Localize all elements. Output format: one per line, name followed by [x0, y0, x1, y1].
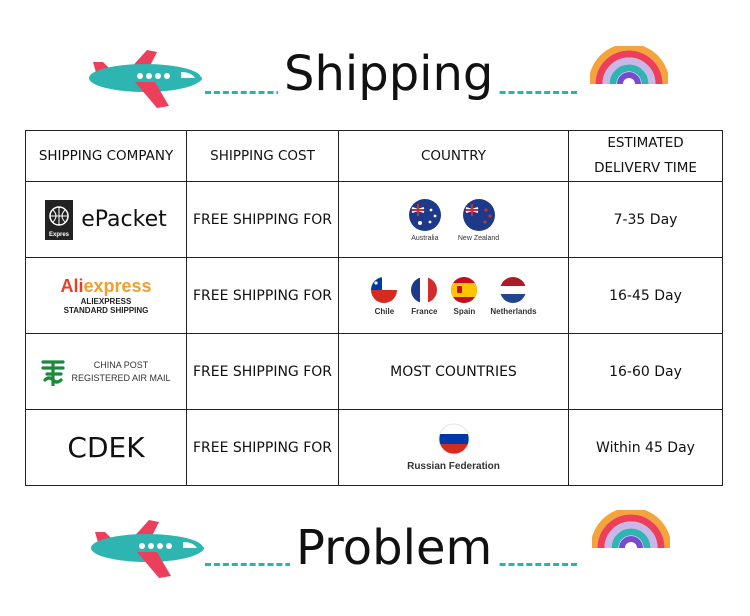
china-post-logo: CHINA POST REGISTERED AIR MAIL [26, 358, 186, 386]
country-name: Netherlands [490, 306, 537, 316]
epacket-icon-caption: Expres [49, 232, 70, 238]
delivery-time-cell: 16-45 Day [568, 257, 723, 334]
country-cell: Australia New Zealand [338, 181, 569, 258]
cost-cell: FREE SHIPPING FOR [186, 333, 339, 410]
company-cell: CDEK [25, 409, 187, 486]
airplane-icon [89, 50, 202, 108]
country-new-zealand: New Zealand [458, 198, 499, 242]
shipping-banner: Shipping [0, 0, 750, 108]
company-cell: CHINA POST REGISTERED AIR MAIL [25, 333, 187, 410]
country-name: New Zealand [457, 234, 500, 242]
table-header-row: SHIPPING COMPANY SHIPPING COST COUNTRY E… [25, 130, 723, 182]
cdek-logo: CDEK [67, 431, 145, 464]
epacket-logo: Expres ePacket [26, 199, 186, 240]
epacket-wordmark: ePacket [81, 207, 167, 232]
chile-flag-icon [371, 276, 398, 303]
country-russia: Russian Federation [407, 423, 500, 472]
aliexpress-wordmark: Aliexpress [60, 275, 152, 296]
country-name: France [411, 306, 438, 316]
country-name: Australia [411, 234, 439, 242]
table-row: CHINA POST REGISTERED AIR MAIL FREE SHIP… [25, 333, 723, 410]
header-time-line1: ESTIMATED [607, 135, 684, 151]
country-cell: Russian Federation [338, 409, 569, 486]
epacket-globe-icon: Expres [45, 199, 74, 240]
airplane-icon [91, 520, 204, 578]
header-shipping-company: SHIPPING COMPANY [25, 130, 187, 182]
shipping-table: SHIPPING COMPANY SHIPPING COST COUNTRY E… [25, 130, 723, 486]
china-post-line1: CHINA POST [93, 359, 149, 370]
table-row: Aliexpress ALIEXPRESS STANDARD SHIPPING … [25, 257, 723, 334]
australia-flag-icon [408, 198, 441, 231]
cost-cell: FREE SHIPPING FOR [186, 257, 339, 334]
aliexpress-line1: ALIEXPRESS [80, 296, 132, 306]
company-cell: Aliexpress ALIEXPRESS STANDARD SHIPPING [25, 257, 187, 334]
country-spain: Spain [450, 276, 478, 316]
country-cell: MOST COUNTRIES [338, 333, 569, 410]
country-australia: Australia [408, 198, 442, 242]
problem-banner: Problem [0, 490, 750, 590]
shipping-title: Shipping [278, 50, 500, 98]
header-estimated-time: ESTIMATED DELIVERV TIME [568, 130, 723, 182]
table-row: CDEK FREE SHIPPING FOR Russian Federatio… [25, 409, 723, 486]
country-name: Spain [453, 306, 476, 316]
header-country: COUNTRY [338, 130, 569, 182]
country-name: Chile [374, 306, 395, 316]
company-cell: Expres ePacket [25, 181, 187, 258]
spain-flag-icon [451, 276, 478, 303]
aliexpress-line2: STANDARD SHIPPING [63, 305, 149, 315]
cost-cell: FREE SHIPPING FOR [186, 181, 339, 258]
china-post-line2: REGISTERED AIR MAIL [71, 372, 171, 383]
delivery-time-cell: Within 45 Day [568, 409, 723, 486]
country-france: France [410, 276, 438, 316]
france-flag-icon [411, 276, 438, 303]
netherlands-flag-icon [500, 276, 527, 303]
country-name: Russian Federation [407, 461, 500, 472]
country-chile: Chile [370, 276, 398, 316]
country-netherlands: Netherlands [490, 276, 537, 316]
rainbow-icon [590, 46, 668, 85]
header-time-line2: DELIVERV TIME [594, 160, 697, 176]
rainbow-icon [592, 510, 670, 549]
russia-flag-icon [438, 423, 469, 455]
aliexpress-logo: Aliexpress ALIEXPRESS STANDARD SHIPPING [26, 276, 186, 315]
problem-title: Problem [290, 524, 499, 572]
delivery-time-cell: 16-60 Day [568, 333, 723, 410]
cost-cell: FREE SHIPPING FOR [186, 409, 339, 486]
header-shipping-cost: SHIPPING COST [186, 130, 339, 182]
new-zealand-flag-icon [462, 198, 495, 231]
table-row: Expres ePacket FREE SHIPPING FOR Austral… [25, 181, 723, 258]
country-cell: Chile France Spain [338, 257, 569, 334]
china-post-icon [41, 359, 66, 386]
delivery-time-cell: 7-35 Day [568, 181, 723, 258]
